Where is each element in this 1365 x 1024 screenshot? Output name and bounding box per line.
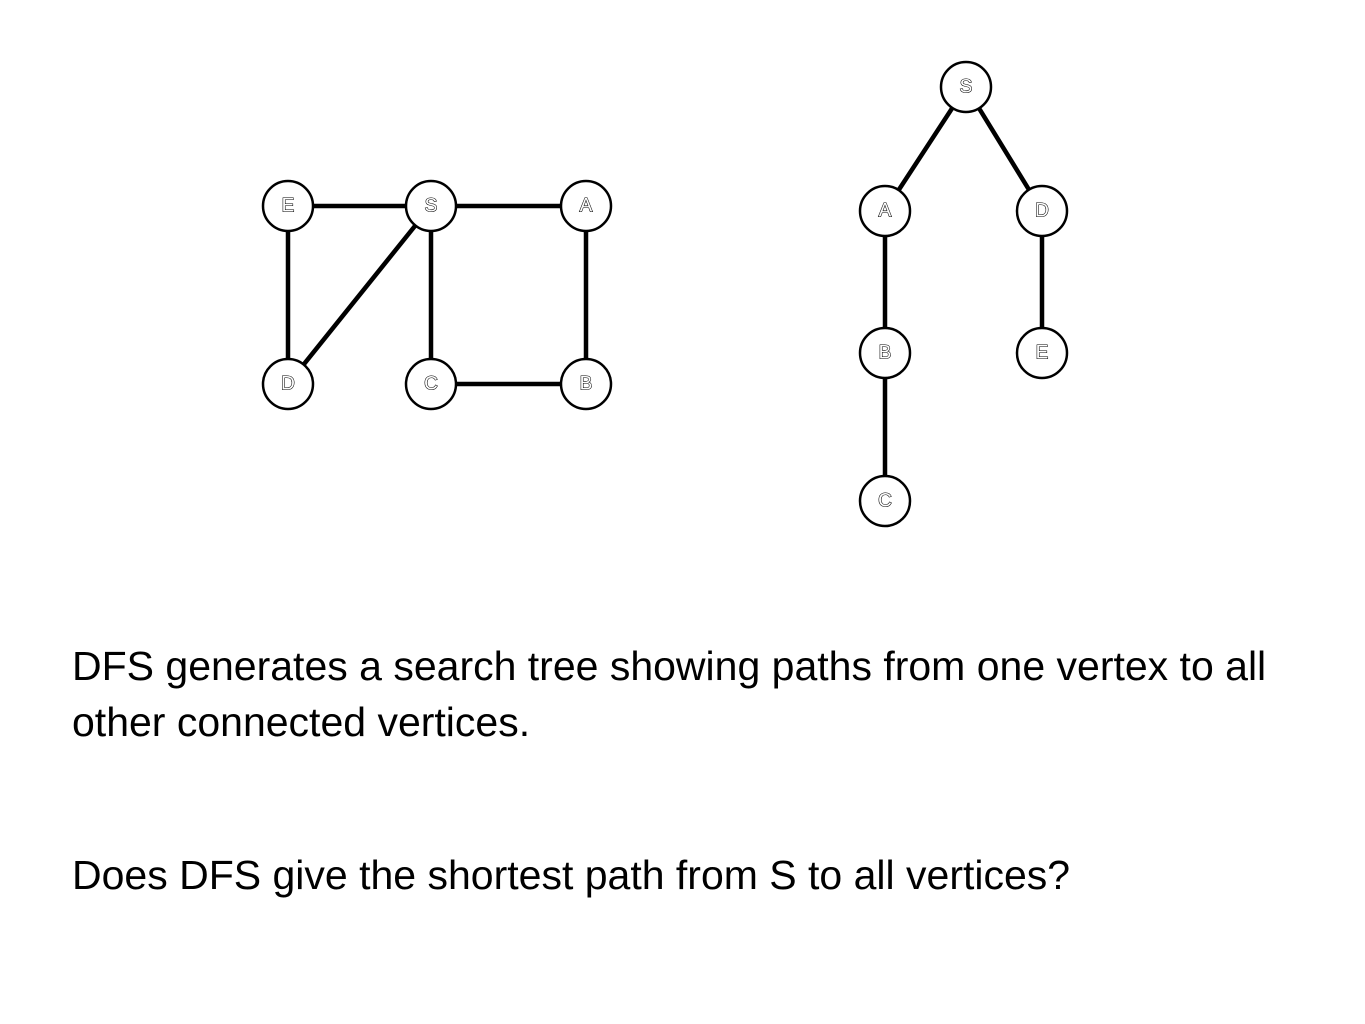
tree-node-circle <box>858 326 912 380</box>
graph-node-label: S <box>425 196 438 217</box>
tree-node-label: S <box>960 77 973 98</box>
tree-node-label: C <box>878 491 892 512</box>
tree-node-b: B <box>858 326 912 380</box>
graph-node-d: D <box>261 357 315 411</box>
graph-edges <box>285 203 589 387</box>
graph-diagram: E S A D C B S A D B E C <box>261 60 1069 528</box>
question-text: Does DFS give the shortest path from S t… <box>72 852 1071 898</box>
tree-node-e: E <box>1015 326 1069 380</box>
tree-node-label: E <box>1036 343 1049 364</box>
tree-node-label: A <box>879 201 892 222</box>
tree-node-circle <box>858 474 912 528</box>
tree-nodes: S A D B E C <box>858 60 1069 528</box>
graph-node-label: D <box>281 374 295 395</box>
caption-text: DFS generates a search tree showing path… <box>72 643 1267 745</box>
graph-node-label: A <box>580 196 593 217</box>
tree-node-d: D <box>1015 184 1069 238</box>
graph-node-circle <box>261 357 315 411</box>
tree-node-circle <box>858 184 912 238</box>
graph-node-circle <box>559 357 613 411</box>
graph-node-e: E <box>261 179 315 233</box>
graph-node-label: E <box>282 196 295 217</box>
tree-node-label: B <box>879 343 892 364</box>
graph-node-b: B <box>559 357 613 411</box>
graph-node-circle <box>559 179 613 233</box>
graph-nodes: E S A D C B <box>261 179 613 411</box>
tree-node-circle <box>939 60 993 114</box>
graph-node-a: A <box>559 179 613 233</box>
tree-node-s: S <box>939 60 993 114</box>
graph-node-label: C <box>424 374 438 395</box>
graph-node-circle <box>404 357 458 411</box>
graph-edge-s-d <box>285 203 434 387</box>
tree-edges <box>882 84 1045 504</box>
graph-node-c: C <box>404 357 458 411</box>
tree-node-circle <box>1015 184 1069 238</box>
graph-node-s: S <box>404 179 458 233</box>
graph-node-label: B <box>580 374 593 395</box>
tree-node-c: C <box>858 474 912 528</box>
tree-node-circle <box>1015 326 1069 380</box>
graph-node-circle <box>404 179 458 233</box>
tree-node-label: D <box>1035 201 1049 222</box>
graph-node-circle <box>261 179 315 233</box>
tree-node-a: A <box>858 184 912 238</box>
